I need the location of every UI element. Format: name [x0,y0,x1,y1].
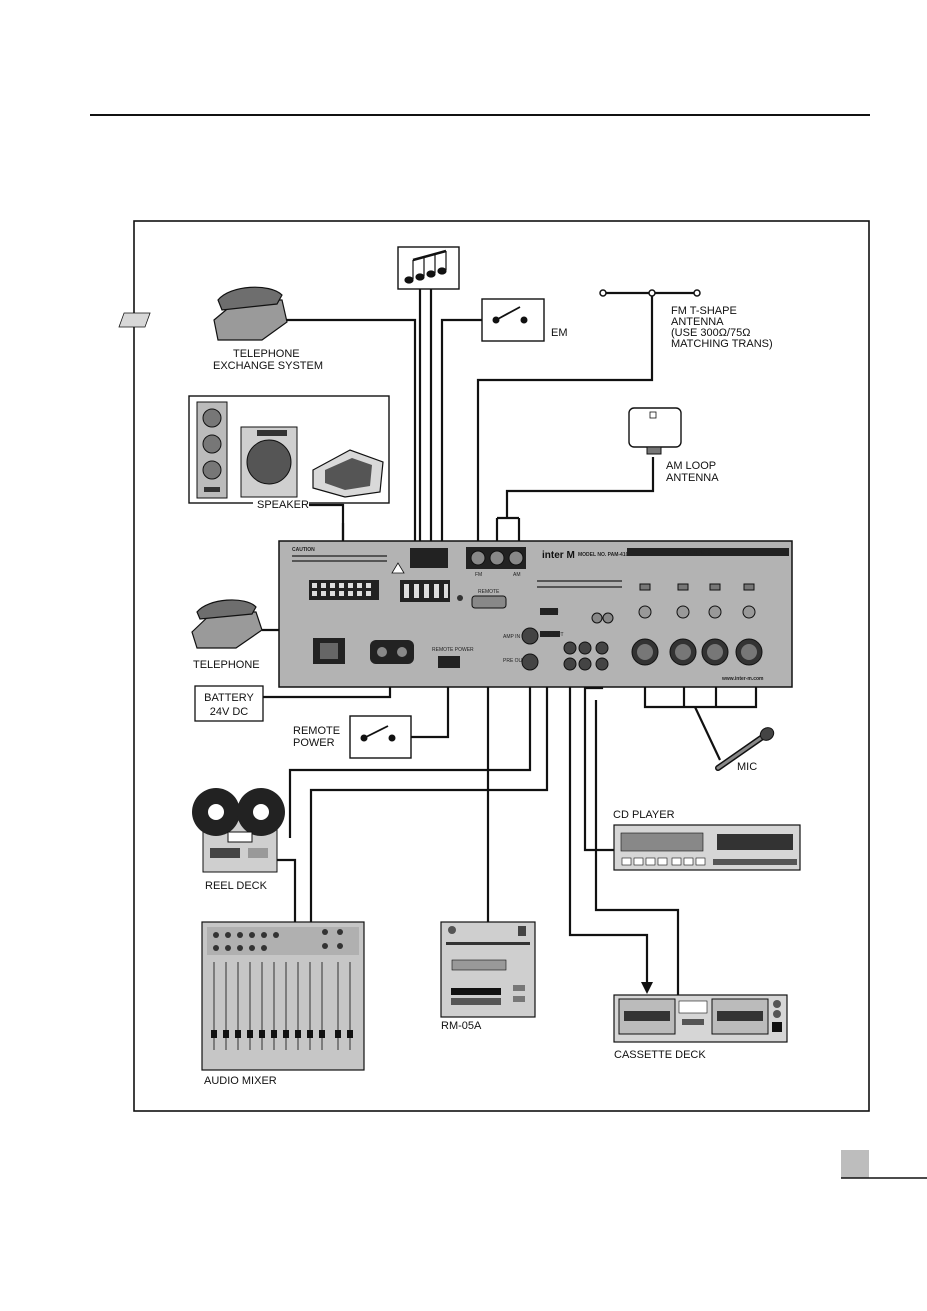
fm-jack-label: FM [475,572,482,578]
website-text: www.inter-m.com [721,676,764,682]
mic-label: MIC [737,761,757,773]
telephone: TELEPHONE [191,599,263,671]
rm05a-remote: RM-05A [440,921,536,1032]
remote-power-label-2: POWER [293,737,335,749]
telephone-label: TELEPHONE [193,659,260,671]
fm-label-3: (USE 300Ω/75Ω [671,327,750,339]
remote-port-label: REMOTE [478,589,500,595]
amp-in-label: AMP IN [503,634,521,640]
reel-deck: REEL DECK [192,788,285,892]
remote-power-terminal [438,656,460,668]
music-source [397,246,460,290]
battery: BATTERY 24V DC [194,685,264,722]
am-label-1: AM LOOP [666,460,716,472]
speaker-label: SPEAKER [257,499,309,511]
cassette-deck: CASSETTE DECK [613,994,788,1061]
brand-logo: inter M [542,550,575,561]
cd-player-label: CD PLAYER [613,809,675,821]
telephone-exchange: TELEPHONE EXCHANGE SYSTEM [118,286,323,372]
mic-inputs-label: MIC INPUTS [682,550,712,556]
em-switch: EM [481,298,568,342]
cassette-deck-label: CASSETTE DECK [614,1049,706,1061]
audio-mixer: AUDIO MIXER [201,921,365,1087]
audio-mixer-label: AUDIO MIXER [204,1075,277,1087]
caution-text: CAUTION [292,547,315,553]
remote-port [471,595,507,609]
am-label-2: ANTENNA [666,472,719,484]
fm-antenna: FM T-SHAPE ANTENNA (USE 300Ω/75Ω MATCHIN… [599,289,773,350]
rec-out-label: REC OUT [541,632,564,638]
page-number-box [841,1150,869,1178]
fm-label-2: ANTENNA [671,316,724,328]
battery-label-2: 24V DC [210,706,249,718]
reel-deck-label: REEL DECK [205,880,268,892]
remote-power-switch: REMOTE POWER [293,715,412,759]
am-jack-label: AM [513,572,521,578]
rm05a-label: RM-05A [441,1020,482,1032]
tel-exchange-label-2: EXCHANGE SYSTEM [213,360,323,372]
warning-icon [391,562,405,574]
diagram-frame [133,220,870,1112]
fm-label-4: MATCHING TRANS) [671,338,773,350]
dc-terminal [370,640,414,664]
line-in-label: LINE IN [541,609,559,615]
model-text: MODEL NO. PAM-410 [578,552,629,558]
speaker-group: SPEAKER [188,395,390,511]
amplifier-rear-panel: CAUTION FM AM inter M MODEL [278,540,793,688]
tel-exchange-label-1: TELEPHONE [233,348,300,360]
remote-power-label-1: REMOTE [293,725,340,737]
am-loop-antenna: AM LOOP ANTENNA [628,407,719,484]
remote-power-port-label: REMOTE POWER [432,647,474,653]
mic-xlr-jacks [631,638,763,666]
fm-label-1: FM T-SHAPE [671,305,737,317]
cd-player: CD PLAYER [613,809,801,871]
microphone: MIC [715,727,775,773]
em-label: EM [551,327,568,339]
pre-out-label: PRE OUT [503,658,525,664]
music-notes-icon [404,249,447,284]
battery-label-1: BATTERY [204,692,254,704]
